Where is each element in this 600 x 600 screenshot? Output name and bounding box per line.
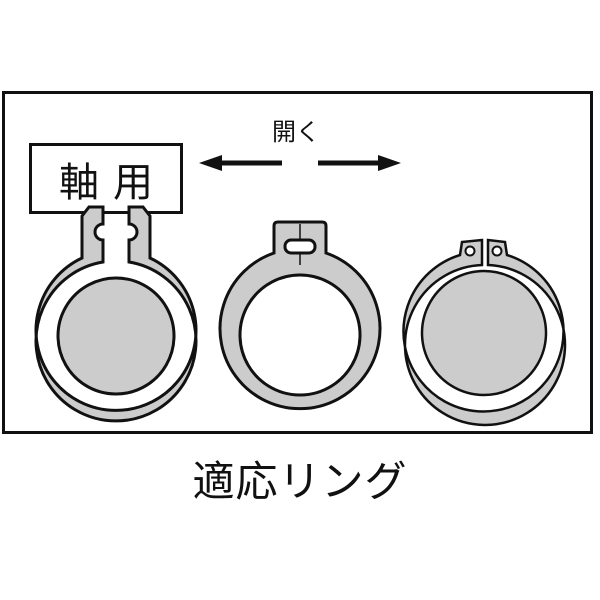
usage-label-box: 軸用 <box>29 143 183 214</box>
ring-type-c-eyelet-icon <box>402 238 567 427</box>
arrow-left-icon <box>199 155 282 171</box>
direction-label: 開く <box>272 118 320 146</box>
ring-type-c-notched-icon <box>34 205 198 423</box>
arrow-right-icon <box>318 155 401 171</box>
usage-label: 軸用 <box>59 159 167 206</box>
caption: 適応リング <box>192 457 408 506</box>
ring-type-e-tab-icon <box>218 220 382 411</box>
